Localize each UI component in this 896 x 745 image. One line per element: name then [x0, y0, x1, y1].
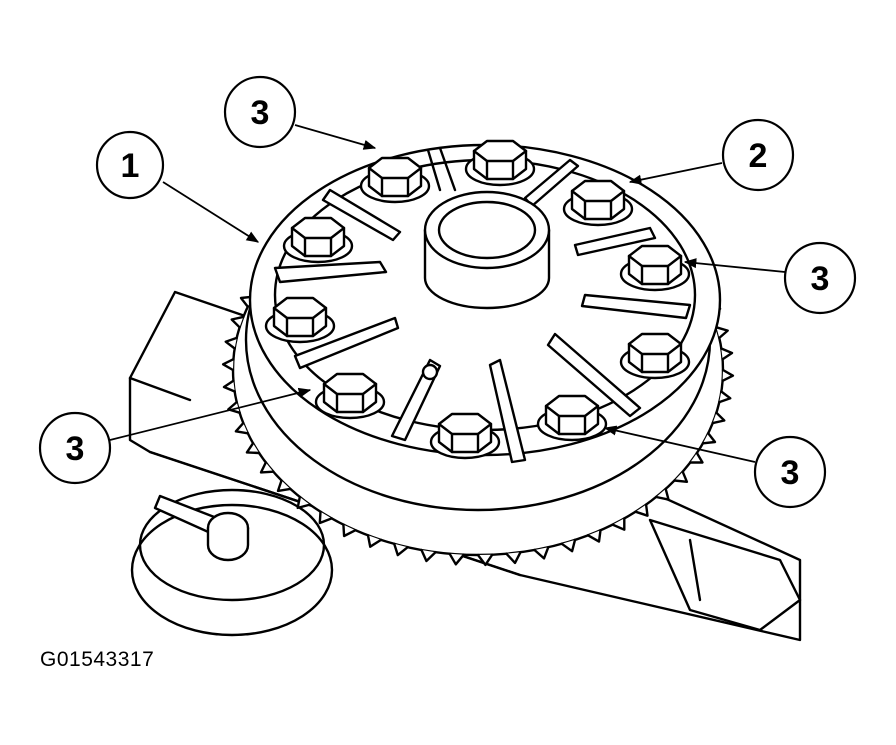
gear-tooth — [221, 358, 235, 372]
callout-1-label: 1 — [121, 147, 140, 185]
callout-3-left: 3 — [38, 411, 112, 485]
bolt-icon — [619, 244, 691, 292]
gear-tooth — [476, 553, 494, 567]
gear-tooth — [701, 432, 717, 445]
gear-tooth — [673, 470, 689, 483]
leader-callout-3-top — [294, 124, 377, 150]
leader-callout-3-lower-right — [603, 425, 756, 463]
gear-tooth — [234, 421, 249, 435]
gear-tooth — [711, 411, 726, 425]
leader-callout-3-right — [683, 258, 786, 273]
gear-tooth — [720, 347, 734, 361]
bolt-icon — [562, 179, 634, 227]
gear-tooth — [448, 552, 465, 566]
leader-callout-1 — [162, 181, 260, 243]
callout-3-right-label: 3 — [811, 260, 830, 298]
gear-tooth — [715, 326, 729, 340]
pinion-assembly — [130, 488, 334, 637]
center-hub — [423, 190, 551, 310]
leader-callout-2 — [628, 162, 723, 185]
gear-tooth — [420, 548, 437, 563]
bolt-icon — [359, 156, 431, 204]
gear-tooth — [586, 529, 602, 543]
bolt-icon — [536, 394, 608, 442]
bolt-icon — [282, 216, 354, 264]
callout-2-label: 2 — [749, 137, 768, 175]
gear-tooth — [296, 495, 312, 510]
bolt-icon — [429, 412, 501, 460]
bolt-icon — [464, 139, 536, 187]
figure-id: G01543317 — [40, 648, 155, 671]
gear-tooth — [393, 542, 409, 557]
gear-tooth — [689, 451, 704, 464]
bolt-icon — [264, 296, 336, 344]
gear-tooth — [230, 315, 245, 329]
gear-tooth — [222, 379, 236, 393]
gear-tooth — [721, 368, 735, 382]
gear-tooth — [259, 461, 275, 474]
gear-tooth — [718, 390, 732, 404]
callout-3-right: 3 — [783, 241, 857, 315]
gear-tooth — [560, 538, 577, 553]
callout-3-lower-right: 3 — [753, 435, 827, 509]
gear-tooth — [245, 442, 261, 455]
leader-lines — [109, 124, 786, 463]
callout-1: 1 — [95, 130, 165, 200]
bolt-icon — [314, 372, 386, 420]
gear-tooth — [655, 487, 670, 501]
callout-3-top: 3 — [223, 75, 297, 149]
gear-tooth — [276, 479, 292, 493]
gear-tooth — [318, 510, 333, 525]
ring-gear-bolts — [264, 139, 691, 460]
callout-3-left-label: 3 — [66, 430, 85, 468]
gear-tooth — [505, 551, 522, 565]
callout-2: 2 — [721, 118, 795, 192]
leader-callout-3-left — [109, 387, 312, 441]
callout-3-top-label: 3 — [251, 94, 270, 132]
gear-tooth — [634, 503, 649, 517]
gear-tooth — [224, 336, 238, 350]
gear-tooth — [342, 523, 357, 538]
gear-tooth — [533, 546, 550, 560]
gear-tooth — [611, 517, 626, 531]
gear-tooth — [366, 534, 383, 548]
bolt-icon — [619, 332, 691, 380]
callout-3-lower-right-label: 3 — [781, 454, 800, 492]
